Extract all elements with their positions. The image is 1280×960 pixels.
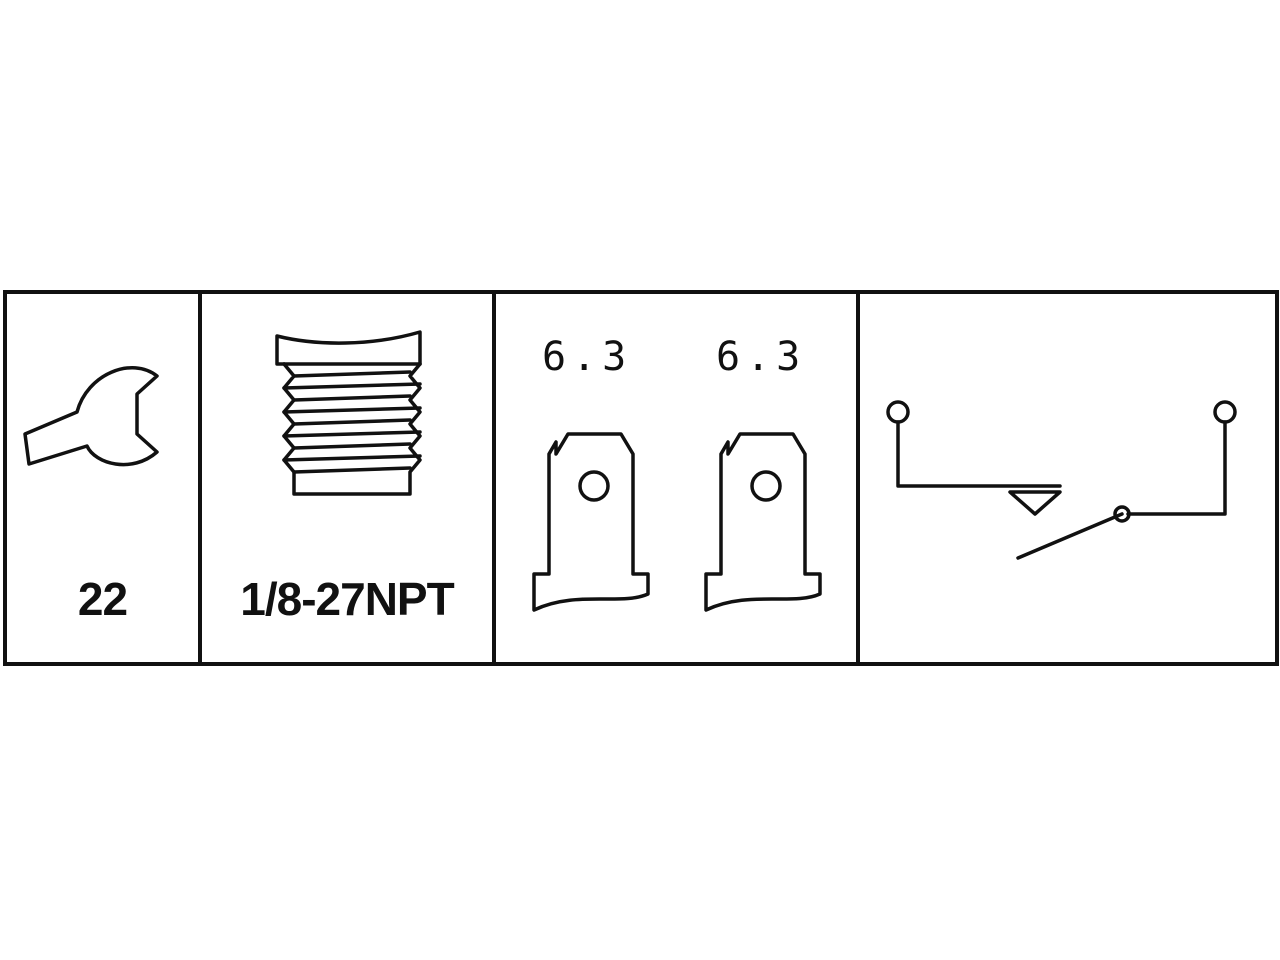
- thread-spec-label: 1/8-27NPT: [240, 573, 454, 625]
- spec-strip: 22 1/8-27NPT 6.3 6.3: [3, 290, 1279, 666]
- flat-terminal-icon: [532, 432, 822, 612]
- normally-open-switch-icon: [886, 400, 1237, 560]
- wrench-icon: [23, 366, 159, 467]
- wrench-cell: 22: [7, 294, 198, 662]
- thread-icon: [275, 330, 422, 496]
- terminal-size-right: 6.3: [716, 334, 807, 380]
- terminal-size-left: 6.3: [542, 334, 633, 380]
- switch-cell: [856, 294, 1275, 662]
- thread-cell: 1/8-27NPT: [198, 294, 492, 662]
- terminal-cell: 6.3 6.3: [492, 294, 856, 662]
- wrench-size-label: 22: [77, 573, 128, 625]
